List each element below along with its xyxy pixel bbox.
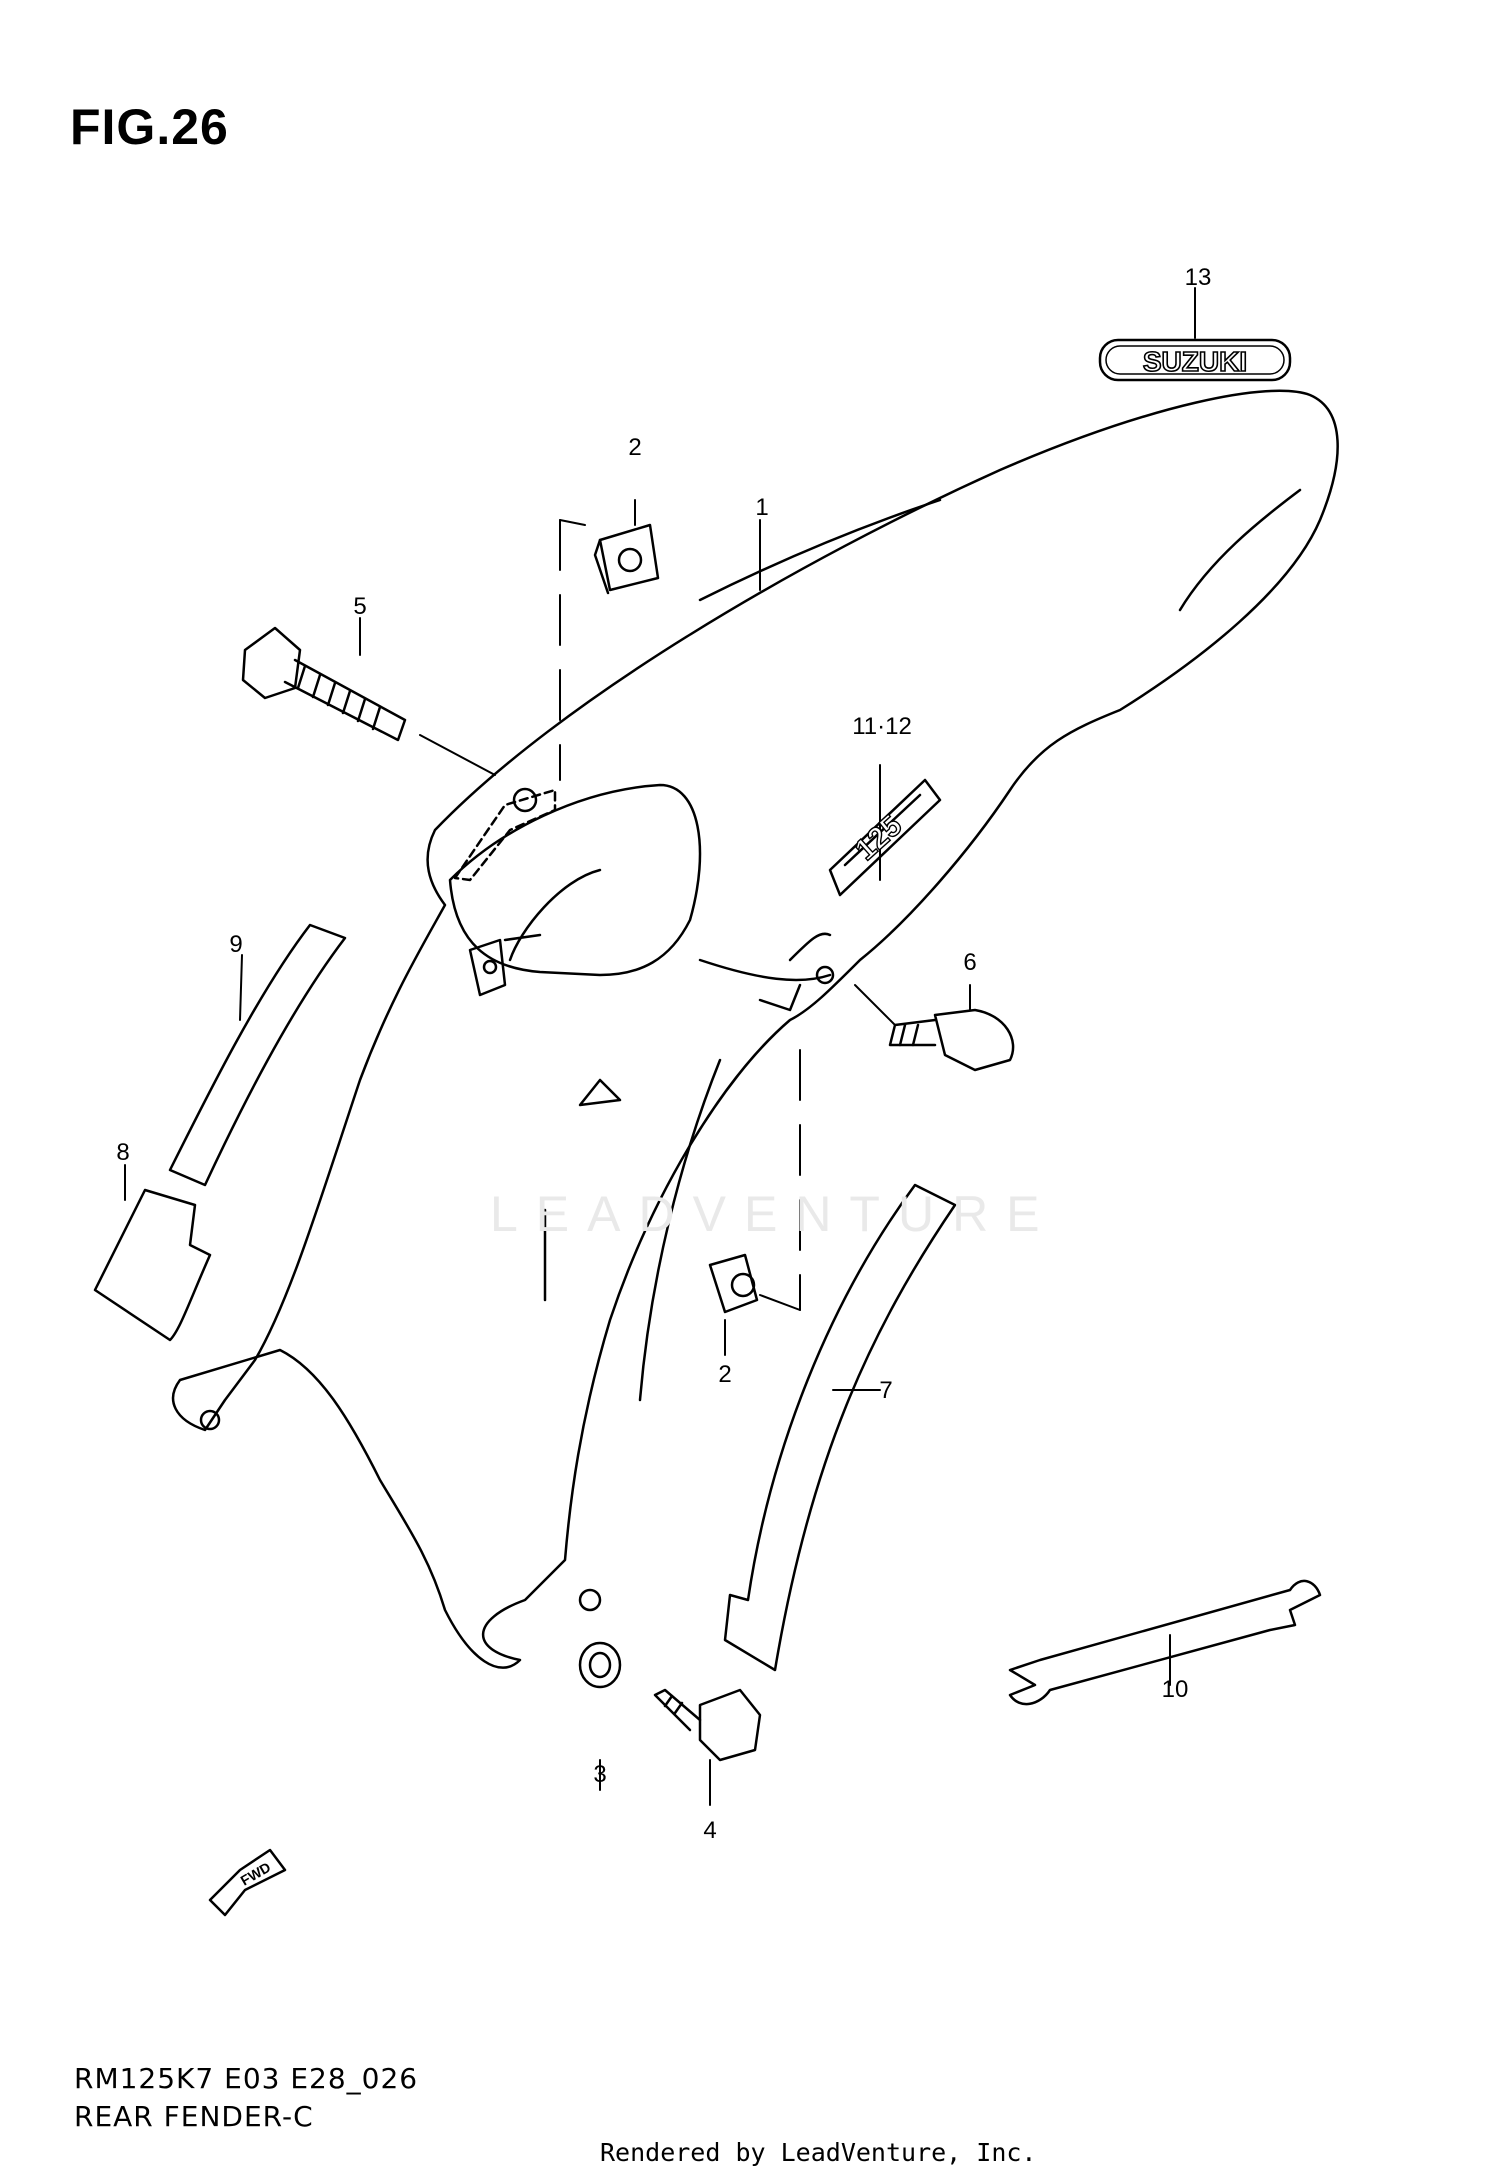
bolt-right-part bbox=[888, 1008, 1015, 1072]
decal-125-text: 125 bbox=[849, 809, 908, 867]
callout-6: 6 bbox=[963, 949, 976, 976]
figure-title: FIG.26 bbox=[70, 99, 229, 155]
section-name: REAR FENDER-C bbox=[74, 2100, 314, 2133]
callout-8: 8 bbox=[116, 1139, 129, 1166]
callout-5: 5 bbox=[353, 593, 366, 620]
watermark: LEADVENTURE bbox=[490, 1186, 1058, 1242]
callout-11-12: 11·12 bbox=[852, 713, 912, 740]
callout-13: 13 bbox=[1185, 264, 1212, 291]
callout-10: 10 bbox=[1162, 1676, 1189, 1703]
pad-lower-left-part bbox=[93, 1188, 212, 1342]
decal-suzuki-text: SUZUKI bbox=[1143, 346, 1247, 377]
pad-right-part bbox=[723, 1183, 957, 1672]
spanner-part bbox=[1008, 1579, 1322, 1706]
fwd-arrow bbox=[208, 1848, 287, 1917]
emblem-125-decal bbox=[828, 778, 942, 897]
nut-lower-part bbox=[708, 1253, 759, 1314]
callout-1: 1 bbox=[755, 494, 768, 521]
bolt-long-part bbox=[241, 626, 407, 742]
leader-lines bbox=[124, 287, 1196, 1806]
bolt-lower-part bbox=[653, 1688, 762, 1762]
model-code: RM125K7 E03 E28_026 bbox=[74, 2062, 419, 2095]
render-credit: Rendered by LeadVenture, Inc. bbox=[600, 2138, 1037, 2167]
callout-4: 4 bbox=[703, 1817, 716, 1844]
callout-3: 3 bbox=[593, 1761, 606, 1788]
callout-2-lower: 2 bbox=[718, 1361, 731, 1388]
callout-7: 7 bbox=[879, 1377, 892, 1404]
pad-upper-left-part bbox=[168, 923, 347, 1187]
rear-fender-part bbox=[171, 389, 1339, 1669]
washer-part bbox=[578, 1641, 622, 1689]
emblem-suzuki-part bbox=[1098, 338, 1292, 382]
callout-2-upper: 2 bbox=[628, 434, 641, 461]
callout-9: 9 bbox=[229, 931, 242, 958]
nut-upper-part bbox=[593, 523, 660, 595]
